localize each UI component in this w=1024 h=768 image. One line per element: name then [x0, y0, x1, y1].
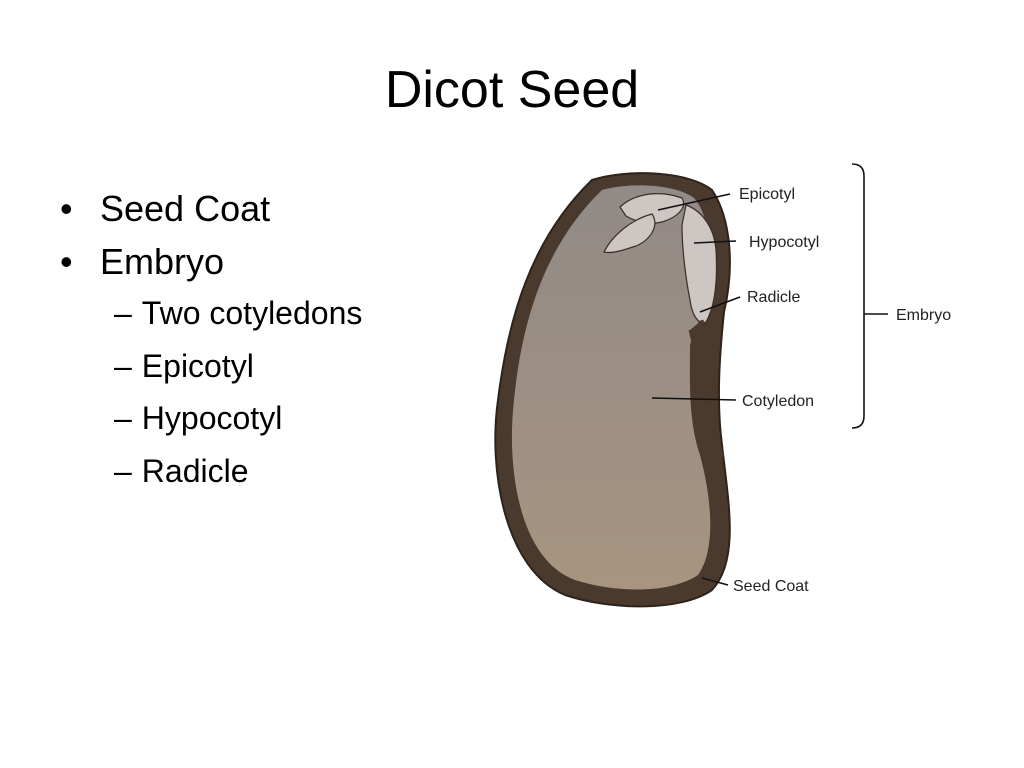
dash-icon: – — [114, 294, 132, 331]
sub-bullet-text: Hypocotyl — [141, 400, 283, 437]
sub-bullet-text: Epicotyl — [141, 347, 254, 384]
sub-bullet-item: –Two cotyledons — [114, 295, 362, 332]
label-cotyledon: Cotyledon — [742, 393, 814, 410]
bullet-icon: • — [60, 188, 73, 229]
bullet-text: Embryo — [100, 241, 225, 283]
embryo-axis-shape — [681, 204, 718, 324]
bullet-text: Seed Coat — [100, 188, 271, 229]
sub-bullet-item: –Radicle — [114, 453, 362, 490]
label-hypocotyl: Hypocotyl — [749, 234, 819, 251]
radicle-leader-line — [699, 296, 741, 313]
dash-icon: – — [114, 453, 132, 490]
dash-icon: – — [114, 400, 132, 437]
seed-seam — [688, 319, 724, 462]
label-seed-coat: Seed Coat — [733, 578, 809, 595]
sub-bullet-item: –Hypocotyl — [114, 400, 362, 437]
cotyledon-leader-line — [651, 397, 737, 401]
bullet-item-seed-coat: • Seed Coat — [60, 188, 362, 229]
embryo-bracket — [851, 163, 865, 429]
sub-bullet-item: –Epicotyl — [114, 348, 362, 385]
label-epicotyl: Epicotyl — [739, 186, 795, 203]
cotyledon-shape — [511, 185, 711, 590]
sub-bullet-text: Two cotyledons — [141, 294, 363, 331]
bullet-item-embryo: •Embryo –Two cotyledons –Epicotyl –Hypoc… — [60, 241, 362, 490]
bullet-icon: • — [60, 241, 73, 283]
sub-bullet-list: –Two cotyledons –Epicotyl –Hypocotyl –Ra… — [114, 295, 362, 490]
sub-bullet-text: Radicle — [141, 453, 249, 490]
epicotyl-leader-line — [657, 193, 731, 211]
bullet-list: •Seed Coat •Embryo –Two cotyledons –Epic… — [60, 188, 362, 506]
seed-coat-leader-line — [701, 577, 729, 586]
label-embryo: Embryo — [896, 307, 951, 324]
label-radicle: Radicle — [747, 289, 800, 306]
hypocotyl-leader-line — [693, 240, 737, 244]
dash-icon: – — [114, 347, 132, 384]
slide-title: Dicot Seed — [384, 61, 640, 119]
epicotyl-shape — [603, 213, 656, 254]
